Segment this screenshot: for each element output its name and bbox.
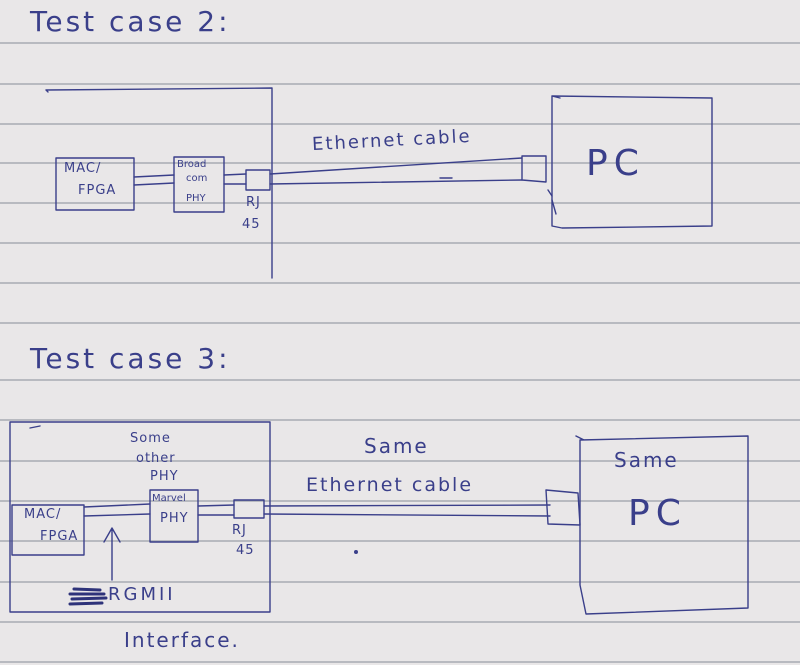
tc3-interface-label-2: Interface. <box>124 628 240 652</box>
tc3-pc-label-2: PC <box>628 493 687 534</box>
tc3-mac-label-1: MAC/ <box>24 507 62 522</box>
tc2-phy-label-3: PHY <box>186 193 206 204</box>
tc2-cable-plug <box>521 155 547 183</box>
tc2-rj-label-2: 45 <box>242 217 261 232</box>
tc3-phy-box <box>149 489 199 543</box>
tc3-mac-phy-link <box>83 503 151 517</box>
scribble <box>68 587 108 606</box>
tc3-mac-box <box>11 504 85 556</box>
tc3-phy-rj-link <box>197 504 235 516</box>
tc2-pc-box <box>551 95 713 229</box>
tc2-rj45-box <box>245 169 271 191</box>
ink-dot <box>354 550 358 554</box>
tc2-mac-label-2: FPGA <box>78 183 117 198</box>
tc2-rj-label-1: RJ <box>246 195 261 210</box>
tc3-title: Test case 3: <box>30 342 231 375</box>
tc3-board-tick <box>29 425 41 429</box>
tc2-phy-label-1: Broad <box>177 159 207 170</box>
tc3-board-box <box>9 421 271 613</box>
tc3-ethernet-cable <box>263 504 551 517</box>
tc2-board-box <box>45 87 273 279</box>
tc2-phy-rj-link <box>223 173 247 185</box>
tc2-pc-plug-marks <box>547 189 557 215</box>
tc3-cable-label-2: Ethernet cable <box>306 474 474 496</box>
tc3-rj-label-2: 45 <box>236 543 255 558</box>
tc3-phy-note-2: other <box>136 451 176 466</box>
tc3-interface-label-1: RGMII <box>108 584 176 605</box>
tc2-mac-box <box>55 157 135 211</box>
tc2-title: Test case 2: <box>30 5 231 38</box>
tc3-pc-box <box>575 435 749 615</box>
tc3-cable-plug <box>545 489 581 526</box>
ruled-lines <box>0 42 800 663</box>
tc3-mac-label-2: FPGA <box>40 529 79 544</box>
tc2-phy-label-2: com <box>186 173 208 184</box>
tc3-rj-label-1: RJ <box>232 523 247 538</box>
tc3-phy-label-1: Marvel <box>152 493 186 504</box>
tc3-interface-arrow <box>103 527 121 581</box>
tc2-mac-phy-link <box>133 174 175 186</box>
tc3-phy-note-1: Some <box>130 431 171 446</box>
tc2-mac-label-1: MAC/ <box>64 161 102 176</box>
tc3-phy-label-2: PHY <box>160 511 189 526</box>
tc2-ethernet-cable <box>269 157 523 185</box>
tc3-phy-note-3: PHY <box>150 469 179 484</box>
tc2-pc-label: PC <box>586 143 645 184</box>
tc3-pc-label-1: Same <box>614 448 679 472</box>
tc3-cable-label-1: Same <box>364 434 429 458</box>
tc3-rj45-box <box>233 499 265 519</box>
